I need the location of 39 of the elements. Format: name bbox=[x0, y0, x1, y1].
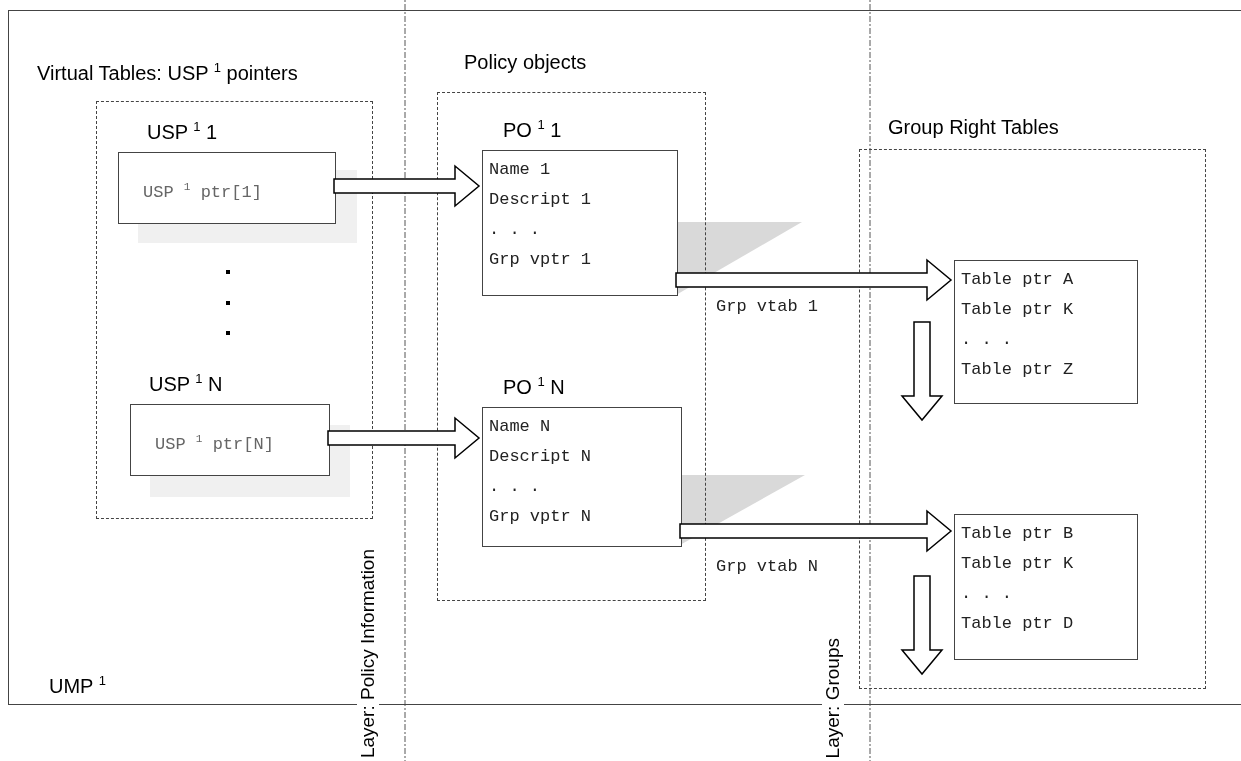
record-line: Grp vptr N bbox=[489, 506, 592, 528]
record-line: Descript 1 bbox=[489, 189, 592, 211]
record-line: USP $^{1}$ ptr[1] bbox=[143, 180, 262, 203]
table-box bbox=[954, 260, 1138, 404]
group-heading: Policy objects bbox=[464, 51, 587, 74]
record-line: Table ptr B bbox=[961, 523, 1074, 545]
table-box bbox=[954, 514, 1138, 660]
layer-label: Layer: Policy Information bbox=[357, 548, 379, 758]
edge-label: Grp vtab N bbox=[716, 556, 819, 577]
record-line: Table ptr A bbox=[961, 269, 1074, 291]
outer-frame bbox=[8, 10, 1241, 705]
layer-label: Layer: Groups bbox=[822, 637, 844, 758]
box-heading: USP $^{1}$ 1 bbox=[147, 119, 218, 144]
record-line: Table ptr Z bbox=[961, 359, 1074, 381]
block-arrow bbox=[679, 509, 953, 553]
record-line: Table ptr K bbox=[961, 553, 1074, 575]
record-line: . . . bbox=[489, 219, 540, 241]
group-heading: Virtual Tables: USP $^{1}$ pointers bbox=[37, 60, 298, 85]
record-line: Descript N bbox=[489, 446, 592, 468]
group-heading: Group Right Tables bbox=[888, 116, 1059, 139]
box-heading: USP $^{1}$ N bbox=[149, 371, 223, 396]
record-line: . . . bbox=[961, 329, 1012, 351]
record-line: Name 1 bbox=[489, 159, 551, 181]
record-line: Name N bbox=[489, 416, 551, 438]
block-arrow bbox=[900, 321, 944, 422]
frame-label: UMP $^{1}$ bbox=[49, 673, 106, 698]
edge-label: Grp vtab 1 bbox=[716, 296, 819, 317]
block-arrow bbox=[900, 575, 944, 676]
box-heading: PO $^{1}$ N bbox=[503, 374, 565, 399]
record-line: . . . bbox=[489, 476, 540, 498]
record-line: Table ptr D bbox=[961, 613, 1074, 635]
block-arrow bbox=[327, 416, 481, 460]
record-line: USP $^{1}$ ptr[N] bbox=[155, 432, 274, 455]
record-line: . . . bbox=[961, 583, 1012, 605]
record-line: Table ptr K bbox=[961, 299, 1074, 321]
box-heading: PO $^{1}$ 1 bbox=[503, 117, 562, 142]
record-line: Grp vptr 1 bbox=[489, 249, 592, 271]
block-arrow bbox=[675, 258, 953, 302]
block-arrow bbox=[333, 164, 481, 208]
